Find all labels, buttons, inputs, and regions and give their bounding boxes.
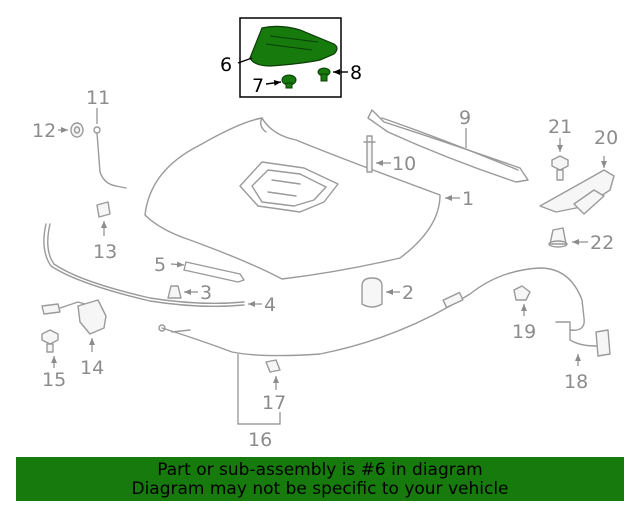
label-10: 10 <box>392 153 416 175</box>
label-19: 19 <box>512 321 536 343</box>
label-20: 20 <box>594 127 618 149</box>
label-16: 16 <box>248 429 272 451</box>
label-2: 2 <box>402 282 414 304</box>
part-6-hood-insulator[interactable] <box>249 25 338 67</box>
part-14-hood-lock[interactable] <box>41 299 107 335</box>
label-3: 3 <box>200 282 212 304</box>
part-21-bolt[interactable] <box>551 155 569 181</box>
part-15-bolt[interactable] <box>41 329 59 353</box>
label-13: 13 <box>93 241 117 263</box>
part-9-cowl-seal[interactable] <box>367 109 529 183</box>
part-1-hood[interactable] <box>144 117 441 280</box>
label-22: 22 <box>590 232 614 254</box>
label-15: 15 <box>42 369 66 391</box>
label-14: 14 <box>80 357 104 379</box>
part-22-stopper[interactable] <box>548 227 568 248</box>
label-9: 9 <box>459 107 471 129</box>
part-2-bumper[interactable] <box>361 277 383 308</box>
part-3-cushion[interactable] <box>167 285 182 299</box>
info-banner: Part or sub-assembly is #6 in diagram Di… <box>16 457 624 501</box>
label-7: 7 <box>252 75 264 97</box>
label-6: 6 <box>220 54 232 76</box>
part-19-clip[interactable] <box>513 285 531 301</box>
label-5: 5 <box>154 254 166 276</box>
label-1: 1 <box>462 188 474 210</box>
part-13-rod-holder[interactable] <box>96 201 111 218</box>
part-20-hinge[interactable] <box>539 169 615 215</box>
label-12: 12 <box>32 120 56 142</box>
label-21: 21 <box>548 116 572 138</box>
label-18: 18 <box>564 371 588 393</box>
part-7-clip[interactable] <box>281 74 297 89</box>
banner-line-2: Diagram may not be specific to your vehi… <box>131 479 509 499</box>
part-18-release-handle[interactable] <box>555 321 611 357</box>
part-10-stud[interactable] <box>363 135 376 173</box>
part-12-grommet[interactable] <box>70 122 84 138</box>
part-17-cable-clip[interactable] <box>265 359 281 373</box>
label-8: 8 <box>350 62 362 84</box>
label-11: 11 <box>86 87 110 109</box>
part-11-hood-rod[interactable] <box>93 126 127 189</box>
label-17: 17 <box>262 392 286 414</box>
label-4: 4 <box>264 294 276 316</box>
part-4-front-seal[interactable] <box>43 223 245 308</box>
banner-line-1: Part or sub-assembly is #6 in diagram <box>157 460 483 480</box>
part-16-release-cable[interactable] <box>158 267 585 357</box>
part-5-seal[interactable] <box>183 261 245 283</box>
part-8-clip[interactable] <box>317 67 331 82</box>
